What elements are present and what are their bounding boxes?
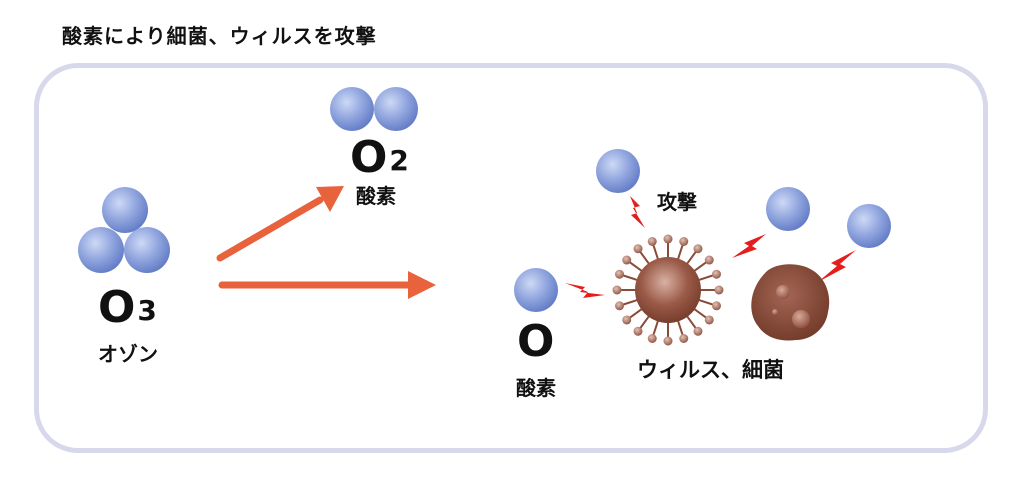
lightning-icon [818, 250, 856, 282]
oxygen-molecule-subscript: 2 [389, 144, 409, 177]
virus-spike-icon [614, 269, 624, 279]
lightning-icon [565, 283, 605, 298]
virus-spike-icon [647, 334, 657, 344]
oxygen-atom-symbol: O [517, 316, 555, 367]
ozone-subscript: 3 [137, 294, 157, 327]
attacking-atom-icon [596, 149, 640, 193]
lightning-icon [630, 196, 645, 228]
virus-spike-icon [622, 255, 632, 265]
oxygen-molecule-atom-icon [374, 87, 418, 131]
bacteria-spot-icon [776, 285, 790, 299]
bacteria-spot-icon [792, 310, 810, 328]
virus-spike-icon [614, 301, 624, 311]
virus-spike-icon [663, 336, 673, 346]
oxygen-molecule-formula: O2 [350, 136, 409, 185]
arrow-to-oxygen-molecule-icon [216, 186, 344, 262]
virus-spike-icon [679, 236, 689, 246]
ozone-atom-icon [124, 227, 170, 273]
ozone-name: オゾン [98, 342, 158, 366]
ozone-symbol: O [98, 282, 136, 333]
virus-spike-icon [704, 255, 714, 265]
targets-label: ウィルス、細菌 [637, 358, 784, 382]
lightning-icon [732, 234, 766, 258]
virus-spike-icon [679, 334, 689, 344]
virus-spike-icon [712, 269, 722, 279]
bacteria-spot-icon [772, 309, 778, 315]
oxygen-molecule-name: 酸素 [356, 184, 396, 208]
ozone-atom-icon [78, 227, 124, 273]
page-title: 酸素により細菌、ウィルスを攻撃 [62, 24, 377, 48]
virus-spike-icon [693, 244, 703, 254]
attack-label: 攻撃 [657, 190, 697, 214]
oxygen-molecule-icon [330, 87, 418, 131]
virus-spike-icon [712, 301, 722, 311]
virus-spike-icon [633, 326, 643, 336]
oxygen-atom-name: 酸素 [516, 376, 556, 400]
virus-spike-icon [714, 285, 724, 295]
virus-spike-icon [693, 326, 703, 336]
oxygen-molecule-symbol: O [350, 132, 388, 183]
diagram-panel [34, 63, 988, 453]
ozone-formula: O3 [98, 286, 157, 335]
virus-body-icon [635, 257, 701, 323]
ozone-atom-icon [102, 187, 148, 233]
virus-spike-icon [647, 236, 657, 246]
oxygen-molecule-atom-icon [330, 87, 374, 131]
ozone-molecule-icon [78, 187, 170, 273]
virus-spike-icon [612, 285, 622, 295]
arrow-to-oxygen-atom-icon [218, 271, 436, 299]
virus-spike-icon [663, 234, 673, 244]
bacteria-icon [751, 264, 830, 341]
oxygen-atom-icon [514, 268, 558, 312]
virus-spike-icon [704, 315, 714, 325]
attacking-atom-icon [847, 204, 891, 248]
virus-spike-icon [633, 244, 643, 254]
virus-icon [612, 234, 724, 346]
virus-spike-icon [622, 315, 632, 325]
attacking-atom-icon [766, 187, 810, 231]
